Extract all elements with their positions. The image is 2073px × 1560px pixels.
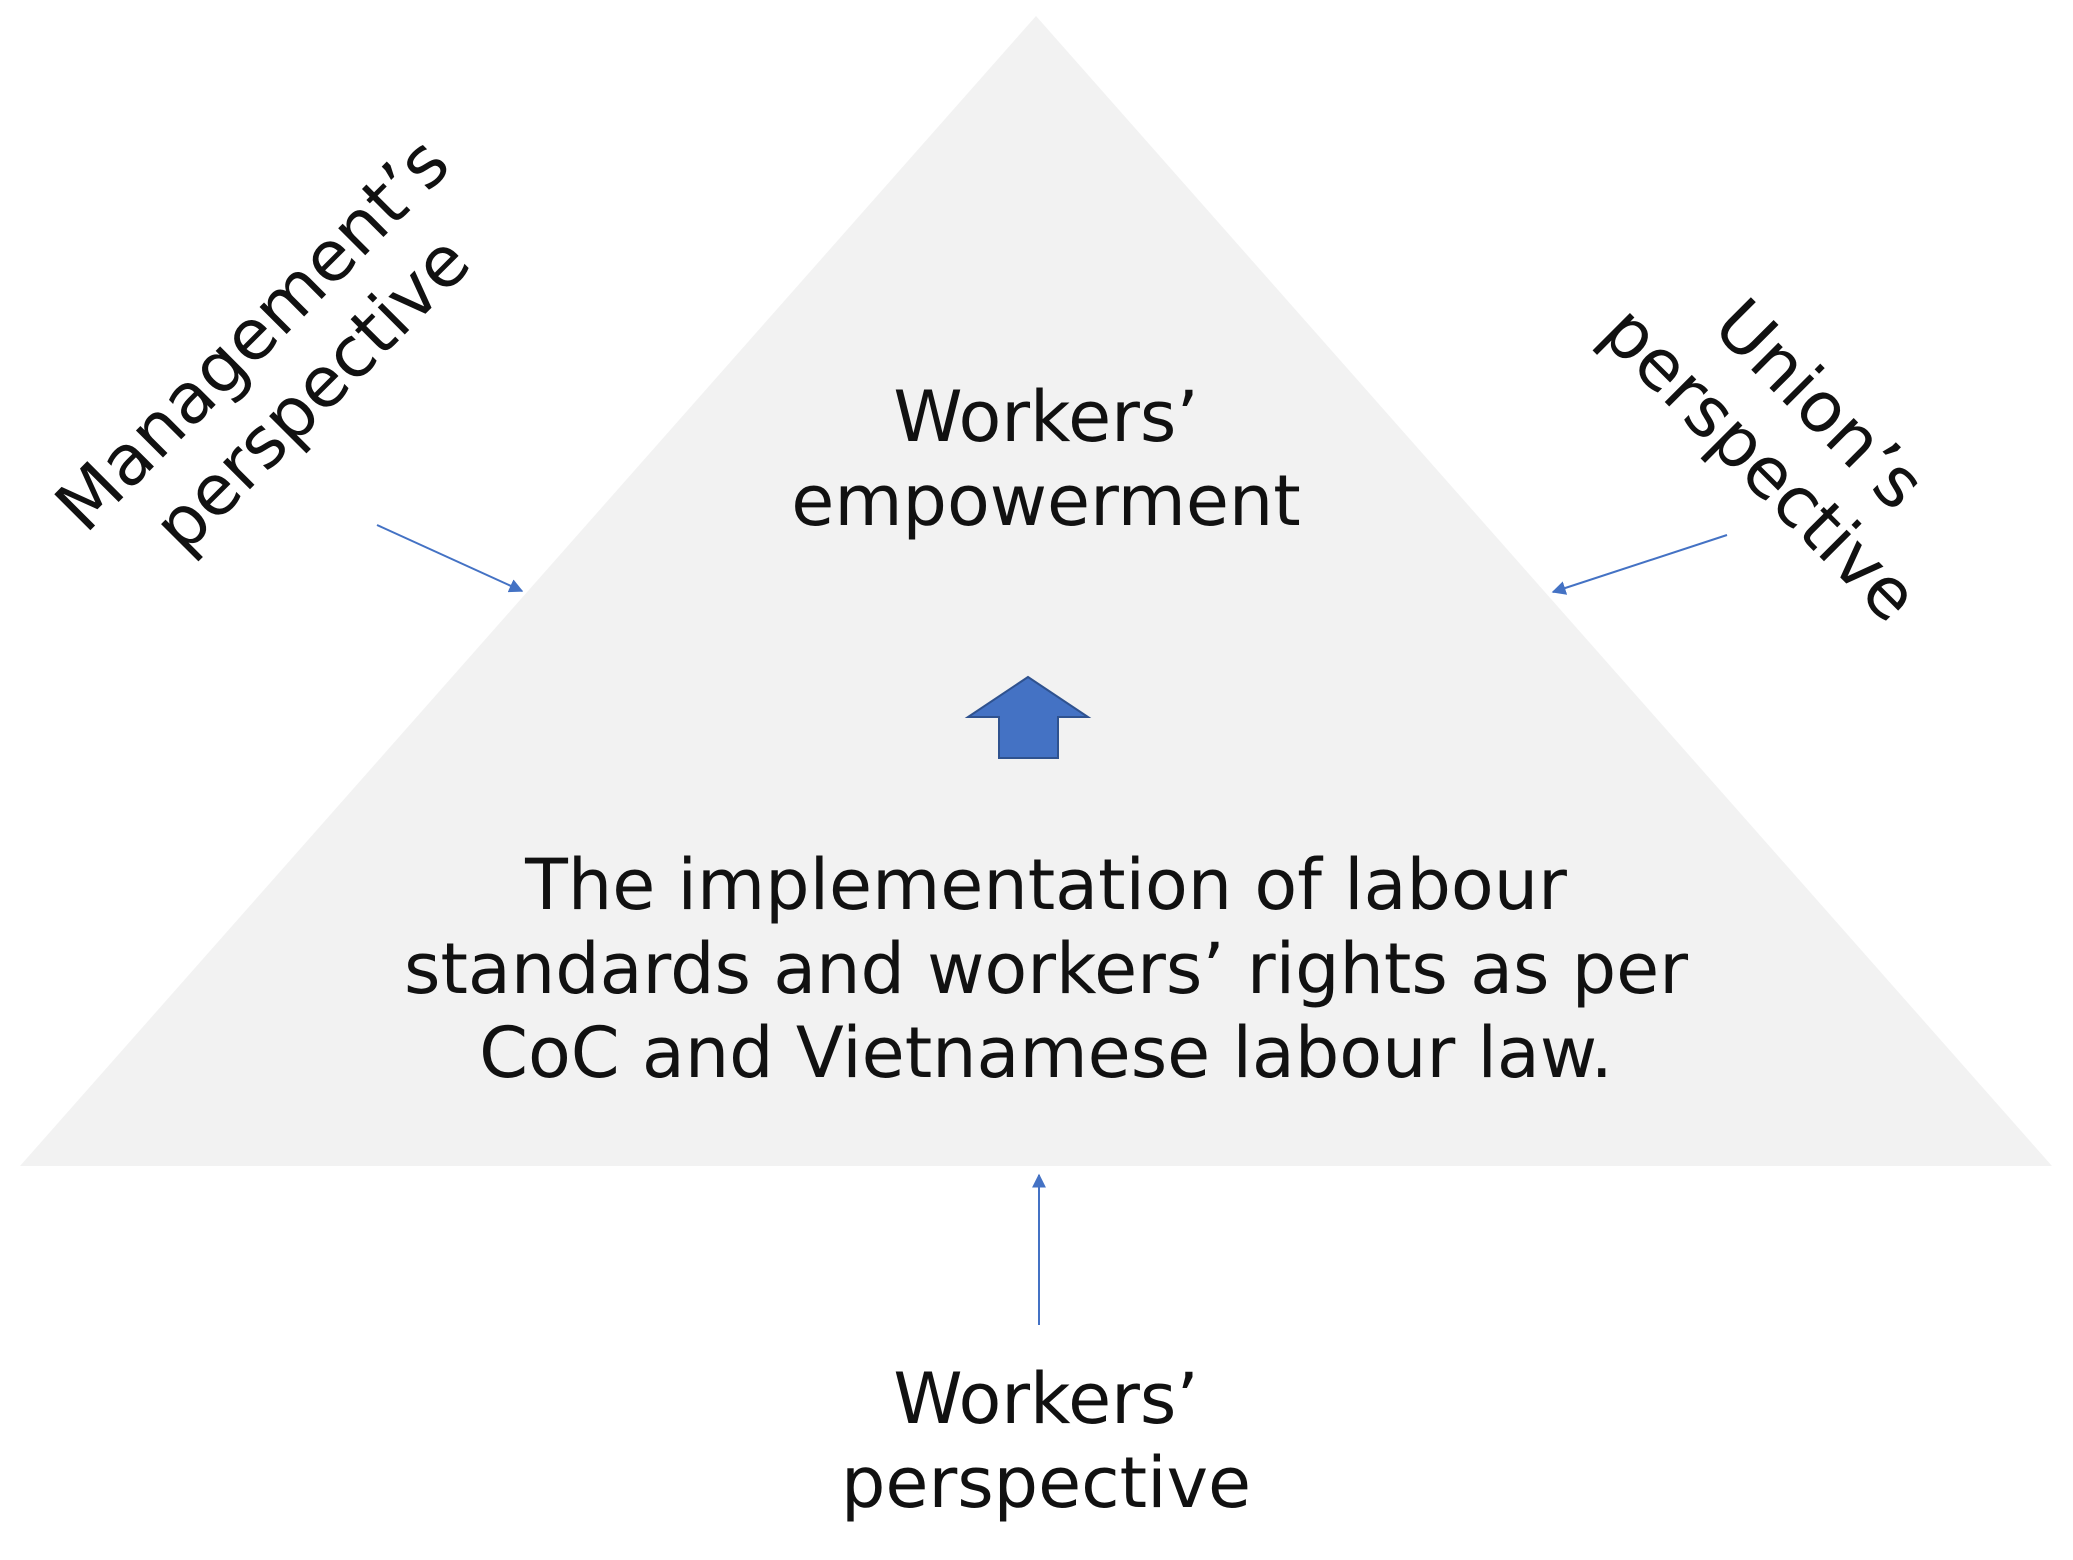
implementation-label: The implementation of labour standards a… <box>386 843 1706 1095</box>
center-label-line-1: The implementation of labour <box>525 844 1567 926</box>
pyramid-triangle <box>20 16 2052 1166</box>
bottom-label-line-2: perspective <box>840 1442 1252 1524</box>
top-label-line-1: Workers’ <box>893 376 1199 458</box>
bottom-label-line-1: Workers’ <box>893 1358 1199 1440</box>
workers-empowerment-label: Workers’ empowerment <box>786 375 1306 543</box>
workers-perspective-label: Workers’ perspective <box>786 1357 1306 1525</box>
union-arrow <box>1551 534 1728 595</box>
management-arrow <box>376 524 524 593</box>
top-label-line-2: empowerment <box>791 460 1301 542</box>
up-block-arrow <box>964 675 1092 759</box>
center-label-line-2: standards and workers’ rights as per <box>404 928 1688 1010</box>
center-label-line-3: CoC and Vietnamese labour law. <box>479 1012 1613 1094</box>
